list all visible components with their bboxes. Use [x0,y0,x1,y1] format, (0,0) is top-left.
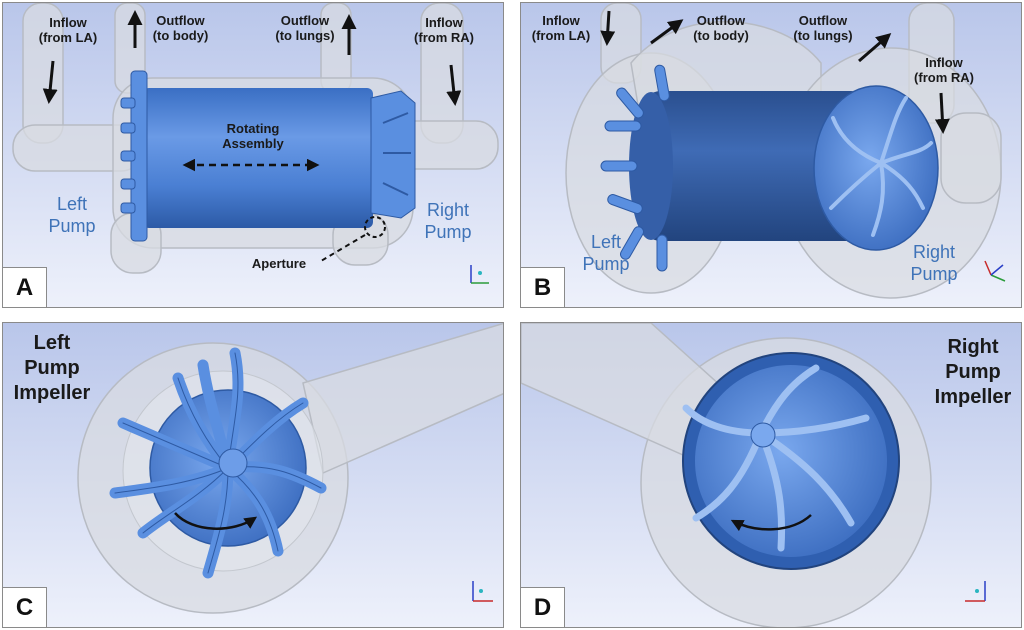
label-right-pump-b: Right Pump [910,242,958,284]
panel-letter-b: B [521,267,565,307]
label-left-pump-b: Left Pump [582,232,630,274]
panel-d-scene [521,323,1021,627]
label-inflow-ra-b: Inflow (from RA) [914,55,974,85]
axis-triad-icon [984,260,1006,282]
label-aperture: Aperture [251,256,307,271]
axis-triad-icon [470,265,489,284]
panel-b-scene [521,3,1021,307]
panel-a: Inflow (from LA) Outflow (to body) Outfl… [2,2,504,308]
panel-b: Inflow (from LA) Outflow (to body) Outfl… [520,2,1022,308]
panel-c-scene [3,323,503,627]
label-outflow-body-b: Outflow (to body) [693,13,749,43]
left-impeller-a [120,70,148,242]
label-inflow-la-a: Inflow (from LA) [38,15,98,45]
label-outflow-lungs-a: Outflow (to lungs) [275,13,335,43]
panel-a-scene [3,3,503,307]
right-impeller-a [370,90,416,219]
flow-arrows-b [600,10,950,134]
axis-triad-icon [965,581,986,602]
label-inflow-la-b: Inflow (from LA) [531,13,591,43]
label-left-pump-a: Left Pump [48,194,96,236]
panel-letter-c: C [3,587,47,627]
rotating-cylinder-b [641,91,871,241]
title-left-pump-impeller: Left Pump Impeller [13,332,91,404]
aperture-marker [364,216,386,238]
panel-letter-a: A [3,267,47,307]
panel-c: Left Pump Impeller C [2,322,504,628]
rotation-arrow-d [730,514,812,532]
panel-d: Right Pump Impeller D [520,322,1022,628]
label-inflow-ra-a: Inflow (from RA) [414,15,474,45]
rotating-cylinder-a [143,88,373,228]
axis-triad-icon [472,581,493,602]
flow-arrows-a [42,10,462,106]
label-rotating-assembly: Rotating Assembly [222,121,284,151]
label-outflow-body-a: Outflow (to body) [152,13,209,43]
label-outflow-lungs-b: Outflow (to lungs) [793,13,853,43]
rotation-arrow-c [174,512,258,530]
panel-letter-d: D [521,587,565,627]
left-impeller-b [600,64,670,272]
label-right-pump-a: Right Pump [424,200,472,242]
title-right-pump-impeller: Right Pump Impeller [934,336,1012,408]
